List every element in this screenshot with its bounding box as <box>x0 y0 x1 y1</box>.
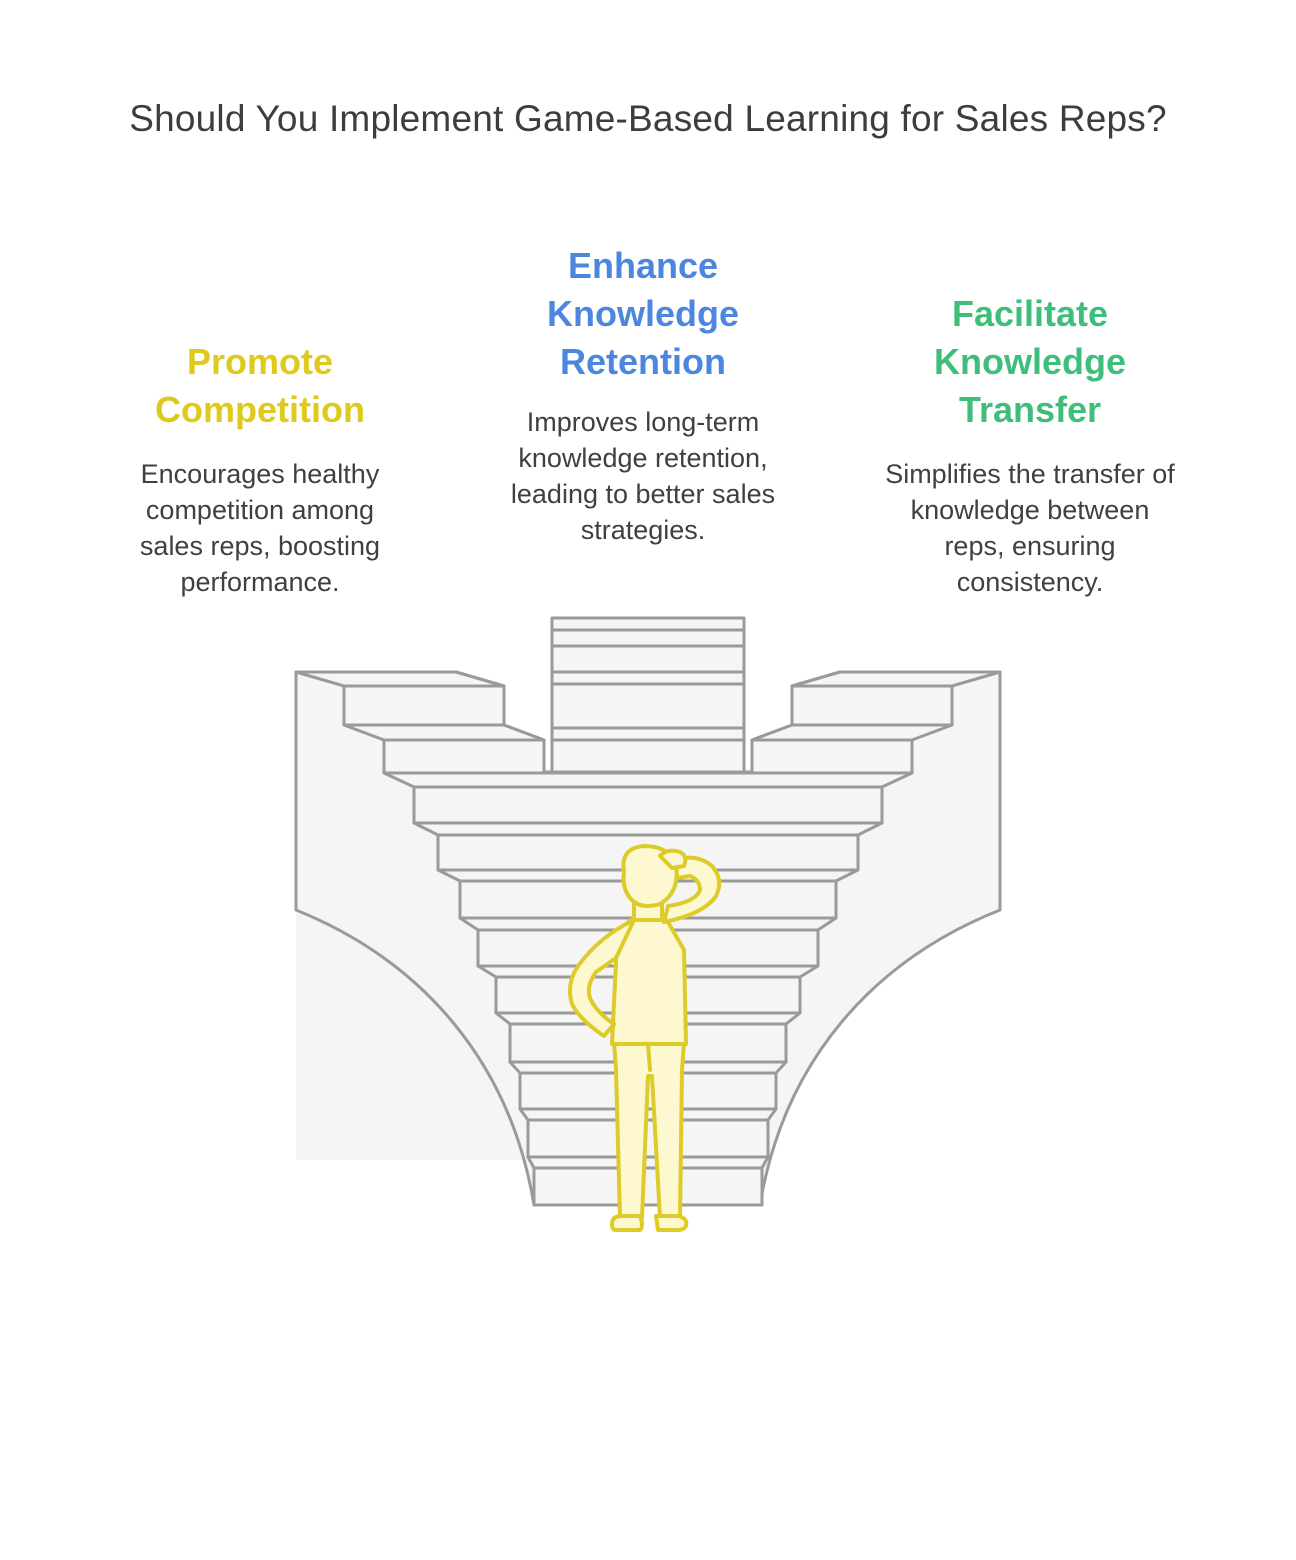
person-legs <box>612 1040 686 1220</box>
page-title: Should You Implement Game-Based Learning… <box>129 98 1167 139</box>
option-title: Facilitate Knowledge Transfer <box>933 293 1126 430</box>
left-step <box>342 684 506 727</box>
right-step <box>790 684 954 727</box>
stair-tread <box>526 1155 770 1170</box>
option-promote-competition: Promote Competition Encourages healthy c… <box>95 338 425 600</box>
option-enhance-knowledge-retention: Enhance Knowledge Retention Improves lon… <box>478 242 808 548</box>
left-wall <box>296 672 534 1205</box>
tower-step <box>550 726 746 742</box>
stair-riser <box>532 1166 764 1207</box>
option-description: Encourages healthy competition among sal… <box>139 459 381 597</box>
option-facilitate-knowledge-transfer: Facilitate Knowledge Transfer Simplifies… <box>850 290 1210 600</box>
stair-tread <box>382 771 914 789</box>
option-description: Simplifies the transfer of knowledge bet… <box>885 459 1175 597</box>
left-step <box>382 738 546 775</box>
person-foot <box>610 1214 644 1232</box>
right-step <box>750 738 914 775</box>
tower-step <box>550 670 746 686</box>
stair-riser <box>412 785 884 825</box>
option-description: Improves long-term knowledge retention, … <box>510 407 776 545</box>
option-title: Enhance Knowledge Retention <box>546 245 739 382</box>
left-step-tread <box>342 723 546 742</box>
thinking-person-icon <box>568 844 722 1232</box>
tower-step <box>550 682 746 730</box>
tower-step <box>550 616 746 632</box>
stair-tread <box>412 821 884 837</box>
person-back-line <box>646 1042 652 1072</box>
tower-step <box>550 738 746 774</box>
right-step-tread <box>750 723 954 742</box>
person-foot <box>654 1214 689 1232</box>
option-title: Promote Competition <box>155 341 365 430</box>
tower-step <box>550 628 746 648</box>
stair-riser <box>526 1118 770 1159</box>
person-hand <box>658 848 688 870</box>
person-left-arm <box>568 918 636 1038</box>
tower-step <box>550 644 746 674</box>
